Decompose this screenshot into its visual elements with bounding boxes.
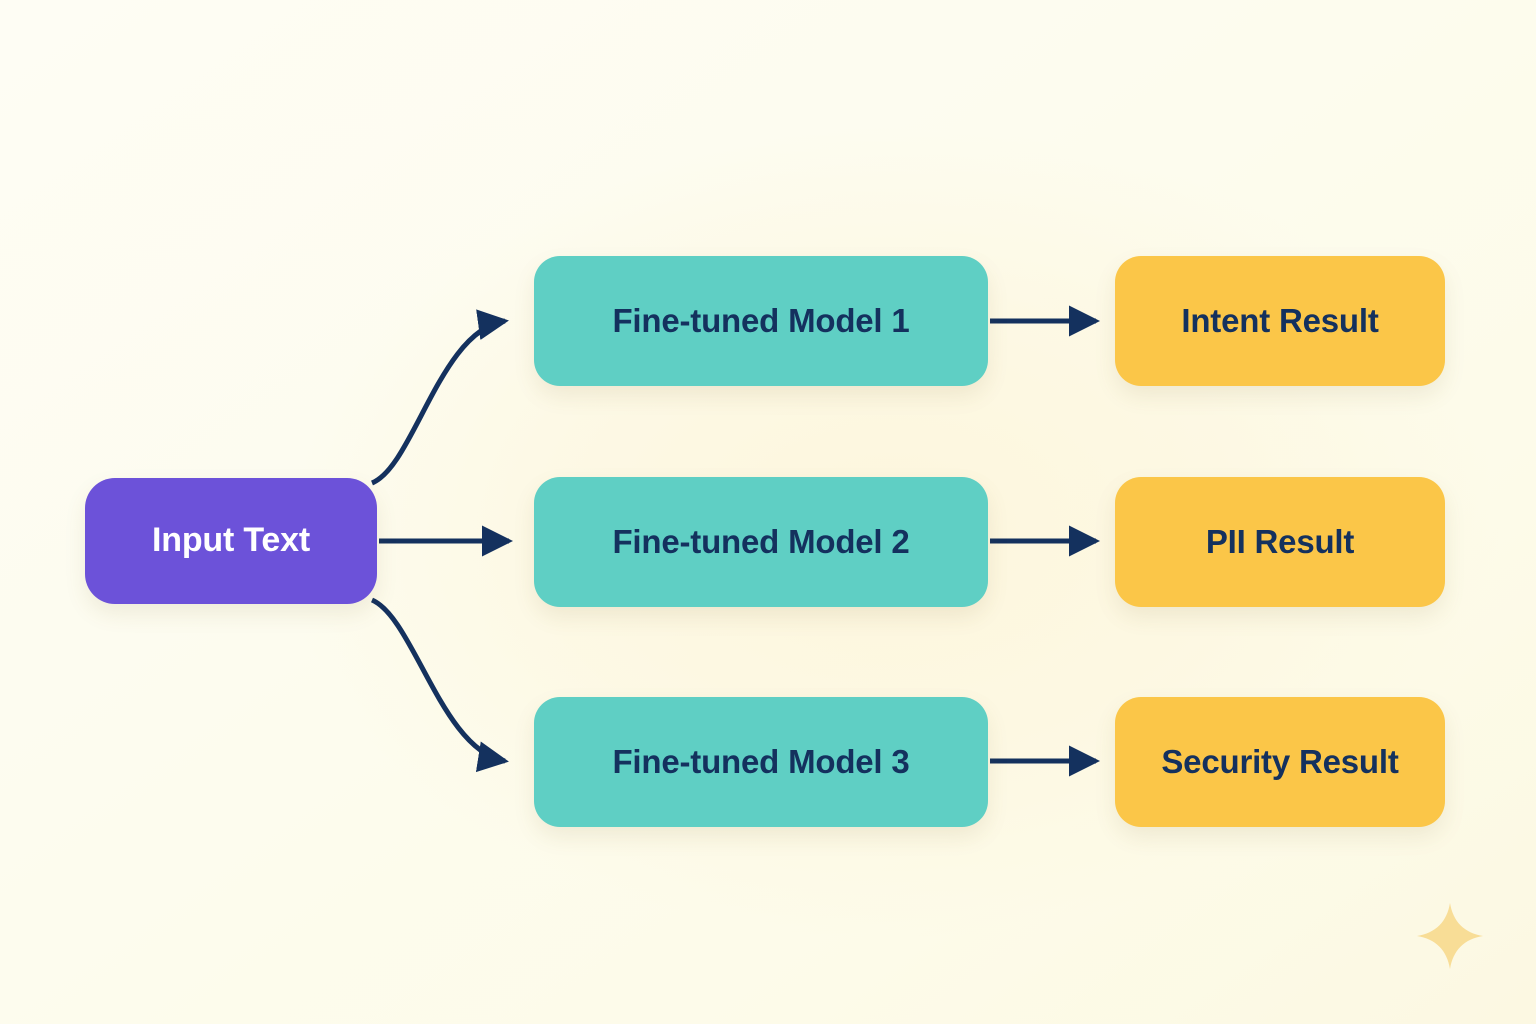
node-security-result-label: Security Result	[1161, 742, 1399, 780]
node-fine-tuned-model-2-label: Fine-tuned Model 2	[612, 522, 910, 560]
edge-input-to-model-3	[370, 597, 509, 773]
sparkle-icon	[1416, 902, 1484, 970]
node-fine-tuned-model-1[interactable]: Fine-tuned Model 1	[534, 256, 988, 386]
node-input-text-label: Input Text	[152, 521, 310, 560]
node-intent-result[interactable]: Intent Result	[1115, 256, 1445, 386]
node-input-text[interactable]: Input Text	[85, 478, 377, 604]
node-intent-result-label: Intent Result	[1181, 301, 1379, 339]
node-fine-tuned-model-3[interactable]: Fine-tuned Model 3	[534, 697, 988, 827]
edge-input-to-model-1	[370, 309, 509, 486]
node-pii-result-label: PII Result	[1205, 522, 1355, 560]
node-security-result[interactable]: Security Result	[1115, 697, 1445, 827]
node-fine-tuned-model-1-label: Fine-tuned Model 1	[612, 301, 910, 339]
node-fine-tuned-model-3-label: Fine-tuned Model 3	[612, 742, 910, 780]
node-fine-tuned-model-2[interactable]: Fine-tuned Model 2	[534, 477, 988, 607]
node-pii-result[interactable]: PII Result	[1115, 477, 1445, 607]
